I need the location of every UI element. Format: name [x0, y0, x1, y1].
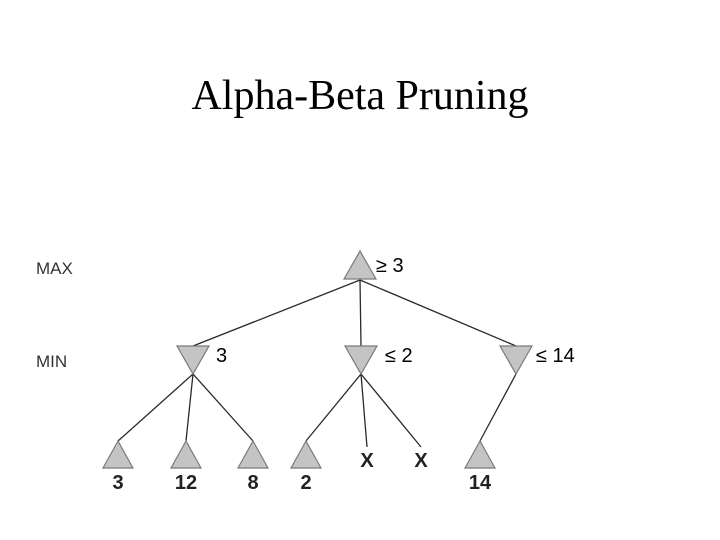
leaf-node-6 — [463, 439, 497, 469]
edge-min-leaf-4 — [360, 373, 368, 448]
max-node-root — [342, 249, 378, 280]
edge-root-min-1 — [359, 279, 362, 347]
pruned-marker-4: X — [360, 450, 374, 472]
tree-labels: ≥ 3 3 ≤ 2 ≤ 14 3 12 8 2 X X 14 — [112, 255, 574, 494]
leaf-value-3: 2 — [300, 472, 311, 494]
edge-root-min-0 — [192, 279, 361, 347]
min-node-0 — [175, 345, 211, 376]
tree-nodes — [101, 249, 534, 469]
edge-min-leaf-2 — [192, 373, 254, 442]
edge-min-leaf-5 — [360, 373, 422, 448]
edge-min-leaf-0 — [117, 373, 194, 442]
min-node-value-2: ≤ 14 — [536, 345, 575, 367]
edge-min-leaf-6 — [479, 373, 517, 442]
leaf-value-6: 14 — [469, 472, 492, 494]
min-level-label: MIN — [36, 352, 67, 371]
edge-min-leaf-1 — [185, 373, 194, 442]
min-node-value-0: 3 — [216, 345, 227, 367]
edge-min-leaf-3 — [305, 373, 362, 442]
leaf-node-1 — [169, 439, 203, 469]
max-level-label: MAX — [36, 259, 73, 278]
min-node-value-1: ≤ 2 — [385, 345, 413, 367]
leaf-node-0 — [101, 439, 135, 469]
pruned-marker-5: X — [414, 450, 428, 472]
edge-root-min-2 — [359, 279, 517, 347]
leaf-node-2 — [236, 439, 270, 469]
leaf-value-1: 12 — [175, 472, 197, 494]
leaf-value-2: 8 — [247, 472, 258, 494]
tree-edges — [117, 279, 517, 448]
root-value-label: ≥ 3 — [376, 255, 404, 277]
min-node-1 — [343, 345, 379, 376]
leaf-node-3 — [289, 439, 323, 469]
slide-title: Alpha-Beta Pruning — [191, 73, 529, 119]
leaf-value-0: 3 — [112, 472, 123, 494]
min-node-2 — [498, 345, 534, 376]
